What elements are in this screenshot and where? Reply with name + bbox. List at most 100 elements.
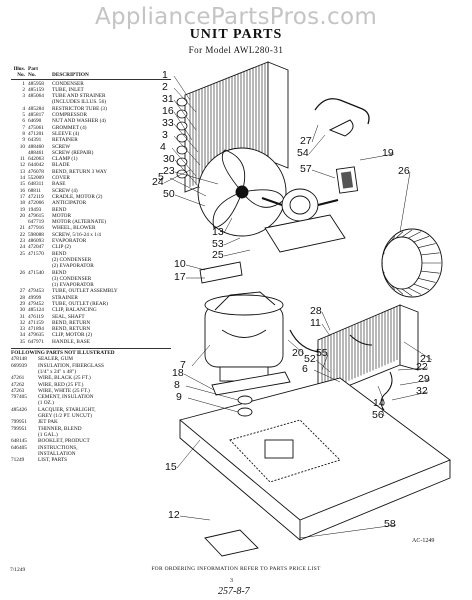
illus-no: 4 (22, 105, 25, 112)
part-description: RETAINER (52, 137, 78, 144)
parts-list-row: (2) CONDENSER (11, 257, 171, 263)
part-description: INSULATION, FIBERGLASS (38, 362, 104, 369)
illus-no: 23 (19, 238, 25, 245)
page-subtitle: For Model AWL280-31 (188, 45, 284, 55)
illus-no: 24 (19, 244, 25, 251)
part-no: 471570 (28, 250, 44, 257)
blower-vane (413, 283, 430, 290)
part-description: TUBE AND STRAINER (52, 93, 106, 100)
blower-vane (395, 231, 404, 239)
part-no: 471540 (28, 269, 44, 276)
callout-number: 20 (292, 347, 304, 359)
part-no: 47263 (11, 387, 25, 394)
not-illustrated-row: GREY (1/2 PT. UNCUT) (11, 413, 171, 419)
part-no: 648311 (28, 181, 44, 188)
handwritten-note: 257-8-7 (218, 586, 250, 597)
leader-line (174, 159, 201, 189)
illus-no: 31 (19, 313, 25, 320)
part-no: 476119 (28, 313, 44, 320)
callout-number: 7 (180, 359, 186, 371)
blower-vane (408, 287, 422, 295)
blower-vane (382, 252, 385, 256)
part-no: 646405 (11, 444, 27, 451)
leader-line (397, 367, 429, 371)
callout-number: 58 (384, 518, 396, 530)
part-no: 598088 (28, 231, 44, 238)
page-title: UNIT PARTS (189, 27, 283, 42)
part-description: CLAMP (1) (52, 156, 78, 163)
callout-number: 17 (174, 271, 186, 283)
callout-number: 33 (162, 117, 174, 129)
illus-no: 13 (19, 168, 25, 175)
leader-line (299, 524, 397, 539)
callout-number: 31 (162, 93, 174, 105)
leader-line (377, 385, 386, 405)
parts-list-row: (INCLUDES ILLUS. 56) (11, 99, 171, 105)
callout-number: 15 (165, 461, 177, 473)
callout-number: 23 (163, 165, 175, 177)
page-number: 3 (230, 578, 233, 584)
illus-no: 14 (19, 175, 25, 182)
figure-code: AC-1249 (412, 538, 435, 544)
illus-no: 19 (19, 206, 25, 213)
illus-no: 34 (19, 332, 25, 339)
callout-number: 8 (174, 379, 180, 391)
part-no: 485284 (28, 105, 44, 112)
leader-line (173, 75, 191, 101)
fan-blade (197, 147, 287, 237)
part-no: 799951 (11, 425, 27, 432)
callout-number: 50 (163, 188, 175, 200)
illus-no: 16 (19, 187, 25, 194)
part-description: CRADLE, MOTOR (2) (52, 193, 103, 200)
part-no: 476078 (28, 168, 44, 175)
leader-line (171, 147, 197, 177)
part-description: (2) EVAPORATOR (52, 263, 94, 270)
callout-number: 5 (158, 171, 164, 183)
illus-no: 6 (22, 118, 25, 125)
callout-number: 53 (212, 238, 224, 250)
part-no: 485958 (28, 80, 44, 87)
part-description: CEMENT, INSULATION (38, 394, 94, 401)
part-no: 647971 (28, 338, 44, 345)
return-bend (176, 109, 188, 119)
part-description: SCREW (52, 143, 71, 150)
part-no: 642063 (28, 156, 44, 163)
part-description: TUBE, INLET (52, 86, 84, 93)
illus-no: 17 (19, 193, 25, 200)
not-illustrated-header: FOLLOWING PARTS NOT ILLUSTRATED (11, 348, 171, 356)
illus-no: 3 (22, 93, 25, 100)
illus-no: 29 (19, 300, 25, 307)
callout-number: 2 (162, 81, 168, 93)
part-description: INSTALLATION (38, 450, 76, 457)
callout-number: 13 (212, 226, 224, 238)
illus-no: 28 (19, 294, 25, 301)
not-illustrated-row: (1/4" x 24" x 48") (11, 369, 171, 375)
parts-list-row: (2) EVAPORATOR (11, 263, 171, 269)
blower-vane (408, 231, 422, 239)
illus-no: 20 (19, 212, 25, 219)
illus-no: 30 (19, 307, 25, 314)
blower-vane (413, 236, 430, 243)
return-bend (176, 157, 188, 167)
callout-number: 18 (172, 367, 184, 379)
part-description: (1) EVAPORATOR (52, 282, 94, 289)
callout-number: 19 (382, 147, 394, 159)
part-no: 552009 (28, 175, 44, 182)
part-no: 479453 (28, 288, 44, 295)
part-no: 477916 (28, 225, 44, 232)
part-description: BOOKLET, PRODUCT (38, 438, 90, 445)
